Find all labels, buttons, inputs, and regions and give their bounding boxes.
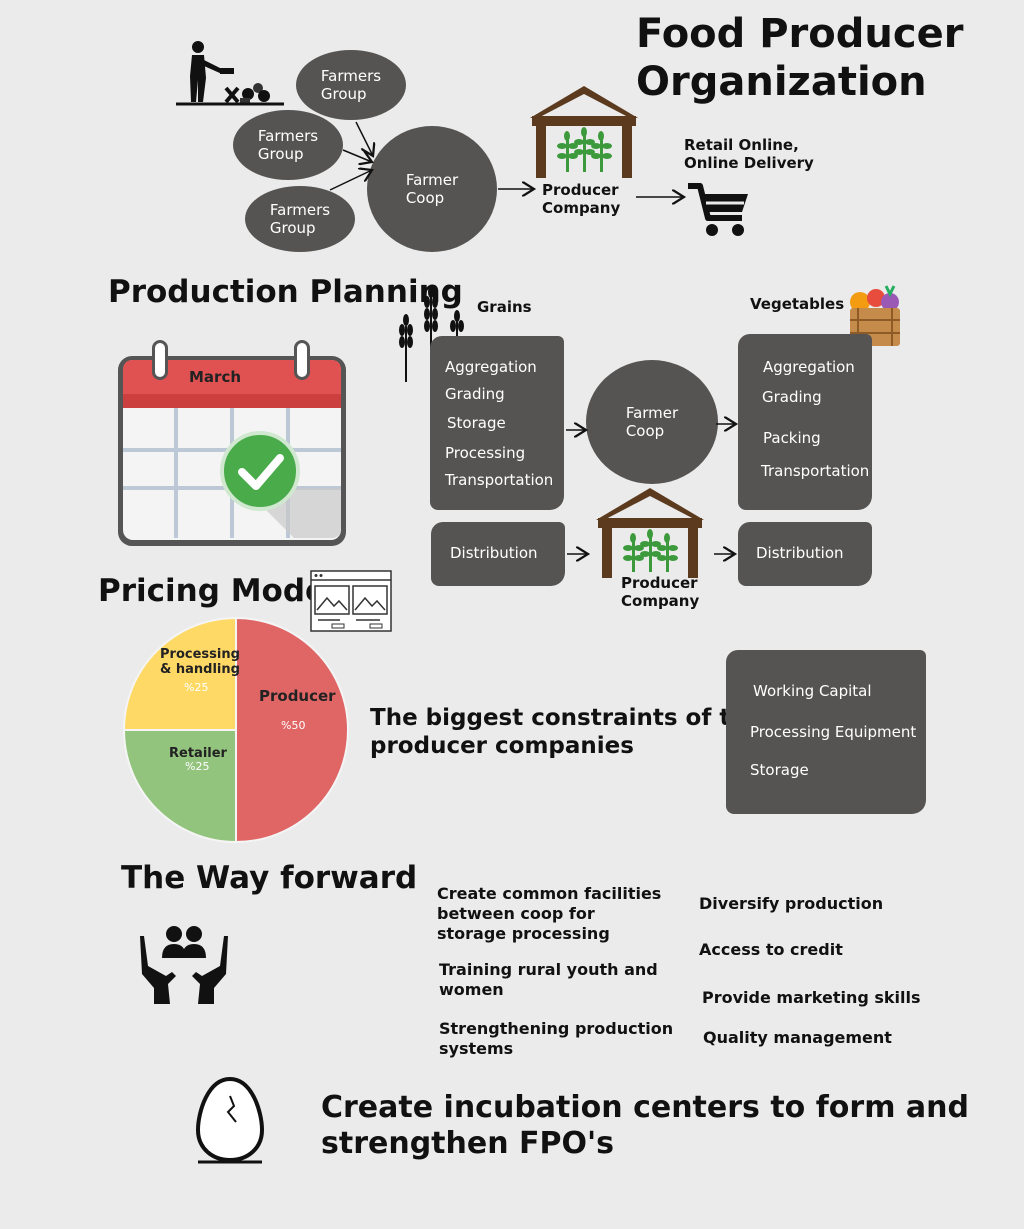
distribution-right-label: Distribution — [756, 544, 844, 562]
calendar-month-label: March — [189, 368, 242, 386]
presentation-board-icon — [310, 570, 392, 632]
way-forward-left-item: Strengthening production systems — [439, 1019, 674, 1058]
distribution-left-label: Distribution — [450, 544, 538, 562]
arrows-middle — [566, 0, 1024, 600]
constraints-heading: The biggest constraints of the producer … — [370, 705, 762, 759]
grains-step: Storage — [447, 414, 506, 432]
vegetable-step: Grading — [762, 388, 822, 406]
farmers-group-2: Farmers Group — [233, 110, 343, 180]
pie-value-retailer: %25 — [185, 760, 210, 773]
page-title: Food Producer Organization — [636, 11, 964, 105]
producer-company-house-icon — [530, 86, 638, 178]
way-forward-right-item: Provide marketing skills — [702, 988, 921, 1007]
way-forward-left-item: Create common facilities between coop fo… — [437, 884, 662, 943]
calendar-check-icon — [118, 340, 346, 546]
retail-label: Retail Online, Online Delivery — [684, 136, 814, 172]
distribution-right-box: Distribution — [738, 522, 872, 586]
grains-step: Aggregation — [445, 358, 537, 376]
grains-step: Grading — [445, 385, 505, 403]
pie-slice-0 — [235, 616, 349, 844]
pricing-pie-chart — [122, 616, 349, 844]
grains-step: Transportation — [445, 471, 554, 489]
farmer-coop-top: Farmer Coop — [367, 126, 497, 252]
cracked-egg-icon — [195, 1076, 265, 1164]
grains-steps-box: Aggregation Grading Storage Processing T… — [430, 336, 564, 510]
constraint-item: Processing Equipment — [750, 723, 917, 741]
pie-label-processing: Processing & handling — [160, 647, 240, 677]
vegetable-crate-icon — [850, 285, 900, 346]
distribution-left-box: Distribution — [431, 522, 565, 586]
hands-people-icon — [140, 926, 228, 1004]
producer-company-label-top: Producer Company — [542, 181, 621, 217]
pie-slice-2 — [122, 616, 237, 731]
producer-company-house-icon-middle — [596, 488, 704, 578]
pricing-model-heading: Pricing Model — [98, 573, 337, 609]
shopping-cart-icon — [688, 183, 748, 236]
constraint-item: Storage — [750, 761, 809, 779]
constraint-item: Working Capital — [753, 682, 872, 700]
farmers-group-1: Farmers Group — [296, 50, 406, 120]
way-forward-right-item: Quality management — [703, 1028, 892, 1047]
incubation-heading: Create incubation centers to form and st… — [321, 1090, 969, 1161]
vegetables-label: Vegetables — [750, 295, 845, 313]
arrows-top — [329, 121, 1024, 300]
farmers-group-3: Farmers Group — [245, 186, 355, 252]
pie-label-retailer: Retailer — [169, 746, 227, 761]
vegetable-steps-box: Aggregation Grading Packing Transportati… — [738, 334, 872, 510]
constraints-box: Working Capital Processing Equipment Sto… — [726, 650, 926, 814]
pie-label-producer: Producer — [259, 687, 336, 705]
way-forward-left-item: Training rural youth and women — [439, 960, 658, 999]
vegetable-step: Packing — [763, 429, 821, 447]
vegetable-step: Transportation — [761, 462, 870, 480]
pie-value-processing: %25 — [184, 681, 209, 694]
way-forward-right-item: Diversify production — [699, 894, 884, 913]
pie-value-producer: %50 — [281, 719, 306, 732]
producer-company-label-middle: Producer Company — [621, 574, 700, 610]
farmer-icon — [176, 41, 284, 106]
pie-slice-1 — [122, 729, 237, 844]
production-planning-heading: Production Planning — [108, 274, 463, 310]
farmer-coop-middle: Farmer Coop — [586, 360, 718, 484]
way-forward-heading: The Way forward — [121, 860, 418, 896]
way-forward-right-item: Access to credit — [699, 940, 843, 959]
vegetable-step: Aggregation — [763, 358, 855, 376]
grains-label: Grains — [477, 298, 532, 316]
grains-step: Processing — [445, 444, 526, 462]
